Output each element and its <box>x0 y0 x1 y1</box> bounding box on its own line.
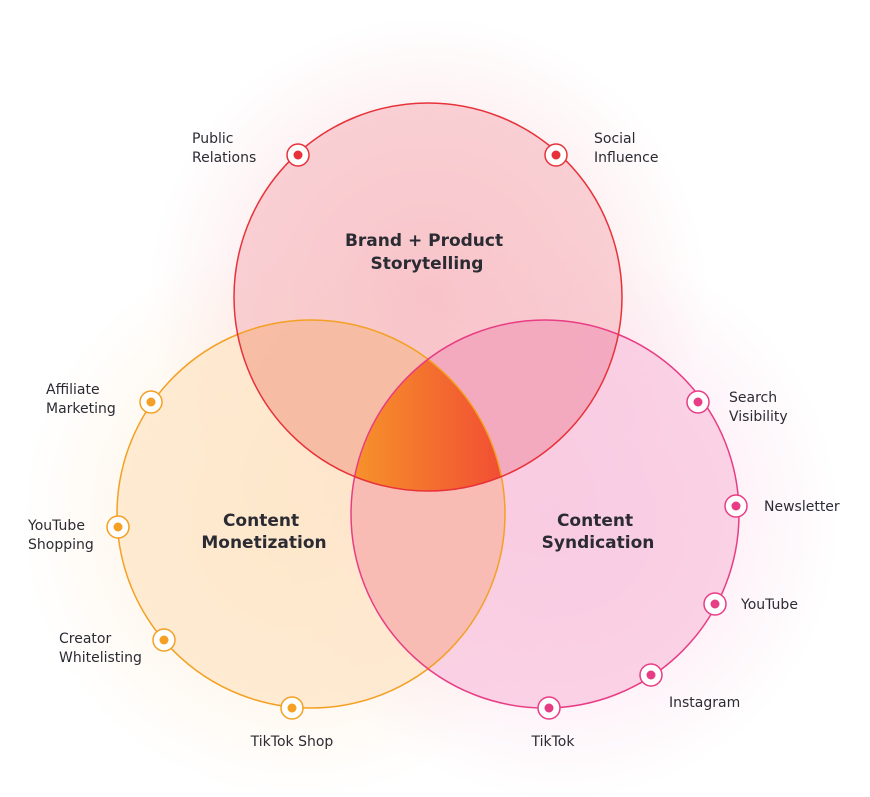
node-social-influence: Social Influence <box>544 131 659 167</box>
node-label: Creator <box>59 631 111 647</box>
monetization-title-line1: Content <box>223 511 299 531</box>
node-instagram: Instagram <box>639 663 740 711</box>
node-label: YouTube <box>740 597 798 613</box>
node-tiktok-shop: TikTok Shop <box>250 696 334 750</box>
brand-title-line2: Storytelling <box>371 254 484 274</box>
svg-text:Affiliate Marketing: Affiliate Marketing <box>46 382 116 417</box>
node-creator-whitelisting: Creator Whitelisting <box>59 628 176 666</box>
node-public-relations: Public Relations <box>192 131 310 167</box>
node-affiliate-marketing: Affiliate Marketing <box>46 382 163 417</box>
node-dot <box>693 397 703 407</box>
syndication-title: Content Syndication <box>542 511 655 553</box>
svg-text:TikTok: TikTok <box>531 734 576 750</box>
node-youtube: YouTube <box>703 592 798 616</box>
node-label: Affiliate <box>46 382 100 398</box>
svg-text:YouTube: YouTube <box>740 597 798 613</box>
node-label: Visibility <box>729 409 788 425</box>
node-dot <box>544 703 554 713</box>
svg-text:YouTube Shopping: YouTube Shopping <box>27 518 94 553</box>
node-label: Shopping <box>28 537 94 553</box>
node-dot <box>551 150 561 160</box>
node-label: Search <box>729 390 777 406</box>
node-dot <box>159 635 169 645</box>
node-dot <box>287 703 297 713</box>
circle-monetization-outline <box>116 319 506 709</box>
node-dot <box>646 670 656 680</box>
node-label: Newsletter <box>764 499 840 515</box>
node-dot <box>146 397 156 407</box>
node-dot <box>710 599 720 609</box>
node-label: Whitelisting <box>59 650 142 666</box>
svg-text:Newsletter: Newsletter <box>764 499 840 515</box>
circle-brand-outline <box>233 102 623 492</box>
node-dot <box>293 150 303 160</box>
node-youtube-shopping: YouTube Shopping <box>27 515 130 553</box>
svg-text:Social Influence: Social Influence <box>594 131 659 166</box>
svg-text:TikTok Shop: TikTok Shop <box>250 734 334 750</box>
overlap-center <box>351 320 505 491</box>
syndication-title-line1: Content <box>557 511 633 531</box>
monetization-title-line2: Monetization <box>201 533 326 553</box>
node-label: Public <box>192 131 233 147</box>
node-label: TikTok <box>531 734 576 750</box>
node-label: YouTube <box>27 518 85 534</box>
svg-text:Public Relations: Public Relations <box>192 131 256 166</box>
node-label: Influence <box>594 150 659 166</box>
svg-text:Search Visibility: Search Visibility <box>729 390 788 425</box>
brand-title: Brand + Product Storytelling <box>345 231 509 274</box>
node-label: Marketing <box>46 401 116 417</box>
svg-text:Instagram: Instagram <box>669 695 740 711</box>
node-label: Social <box>594 131 636 147</box>
node-label: Instagram <box>669 695 740 711</box>
node-search-visibility: Search Visibility <box>686 390 788 425</box>
node-dot <box>731 501 741 511</box>
node-newsletter: Newsletter <box>724 494 840 518</box>
svg-text:Creator Whitelisting: Creator Whitelisting <box>59 631 142 666</box>
node-label: Relations <box>192 150 256 166</box>
brand-title-line1: Brand + Product <box>345 231 503 251</box>
node-label: TikTok Shop <box>250 734 334 750</box>
node-dot <box>113 522 123 532</box>
monetization-title: Content Monetization <box>201 511 326 553</box>
syndication-title-line2: Syndication <box>542 533 655 553</box>
node-tiktok: TikTok <box>531 696 576 750</box>
